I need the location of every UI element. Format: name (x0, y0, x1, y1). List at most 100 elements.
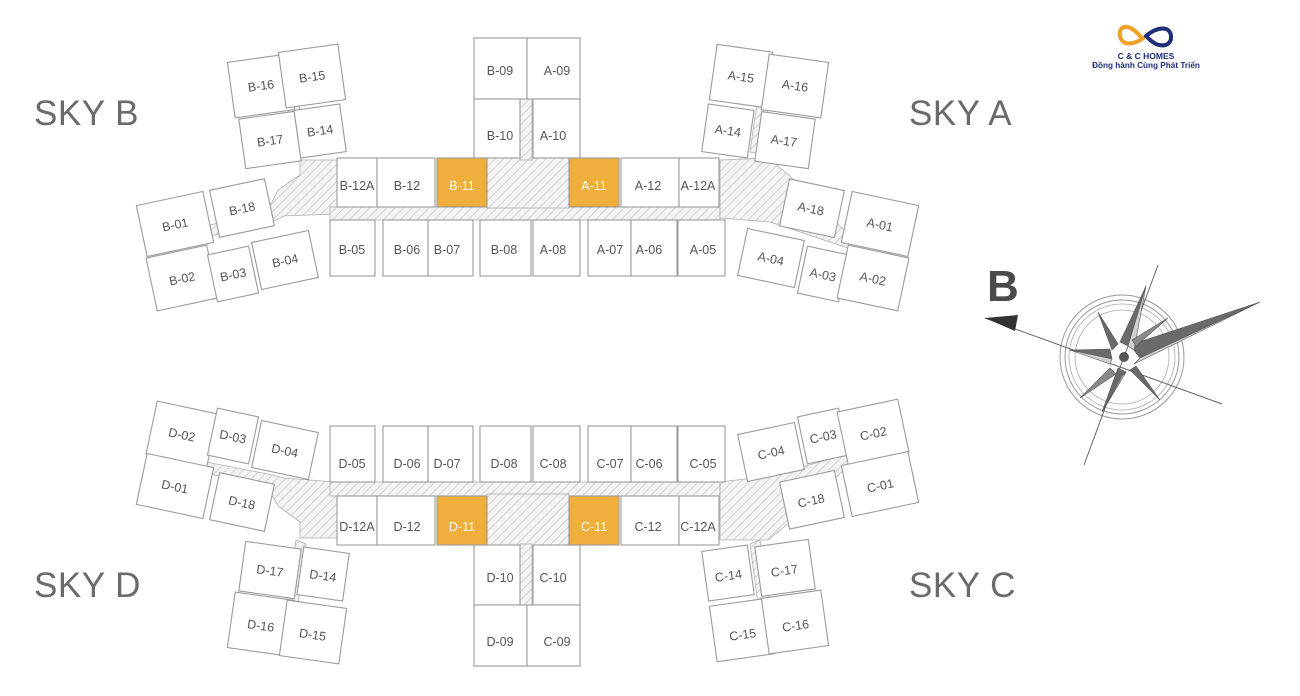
unit-label: A-01 (865, 215, 894, 234)
unit-b-08[interactable]: B-08 (479, 219, 532, 277)
unit-label: D-14 (308, 567, 337, 585)
unit-label: A-08 (540, 243, 566, 257)
unit-b-18[interactable]: B-18 (208, 178, 276, 238)
unit-a-18[interactable]: A-18 (778, 178, 846, 239)
unit-b-17[interactable]: B-17 (238, 110, 302, 170)
unit-b-12[interactable]: B-12 (376, 157, 436, 208)
unit-label: A-03 (808, 265, 837, 284)
unit-a-02[interactable]: A-02 (836, 244, 910, 312)
unit-b-11-highlighted[interactable]: B-11 (436, 157, 488, 208)
unit-d-10[interactable]: D-10 (473, 544, 521, 606)
unit-d-11-highlighted[interactable]: D-11 (436, 495, 488, 546)
unit-a-08[interactable]: A-08 (532, 219, 581, 277)
unit-label: A-12A (681, 179, 716, 193)
unit-a-05[interactable]: A-05 (677, 219, 726, 277)
unit-label: C-07 (596, 457, 623, 471)
unit-d-17[interactable]: D-17 (238, 540, 302, 600)
unit-d-04[interactable]: D-04 (250, 419, 320, 481)
unit-label: A-18 (796, 199, 825, 218)
unit-label: B-18 (228, 199, 257, 218)
unit-b-09[interactable]: B-09 (473, 37, 528, 100)
unit-label: A-11 (581, 179, 607, 193)
unit-c-17[interactable]: C-17 (754, 538, 816, 597)
unit-label: D-17 (255, 562, 284, 580)
unit-b-14[interactable]: B-14 (293, 103, 347, 159)
corridor (486, 493, 570, 547)
unit-d-08[interactable]: D-08 (479, 425, 532, 483)
unit-c-09[interactable]: C-09 (526, 604, 581, 667)
unit-c-18[interactable]: C-18 (778, 469, 846, 530)
unit-c-03[interactable]: C-03 (796, 407, 850, 465)
unit-label: D-09 (486, 635, 513, 649)
unit-a-01[interactable]: A-01 (840, 190, 920, 258)
unit-d-12a[interactable]: D-12A (336, 495, 378, 546)
tower-label-sky-b: SKY B (34, 94, 139, 133)
unit-label: B-11 (449, 179, 475, 193)
unit-d-12[interactable]: D-12 (376, 495, 436, 546)
unit-c-07[interactable]: C-07 (587, 425, 632, 483)
unit-c-16[interactable]: C-16 (760, 589, 830, 655)
unit-a-16[interactable]: A-16 (760, 53, 830, 119)
unit-c-11-highlighted[interactable]: C-11 (568, 495, 620, 546)
unit-c-05[interactable]: C-05 (677, 425, 726, 483)
unit-label: A-04 (756, 249, 785, 268)
unit-a-11-highlighted[interactable]: A-11 (568, 157, 620, 208)
unit-c-10[interactable]: C-10 (532, 544, 581, 606)
unit-d-14[interactable]: D-14 (296, 546, 350, 602)
unit-b-07[interactable]: B-07 (427, 219, 474, 277)
unit-label: D-08 (490, 457, 517, 471)
unit-b-06[interactable]: B-06 (382, 219, 429, 277)
unit-a-06[interactable]: A-06 (630, 219, 678, 277)
unit-label: A-07 (597, 243, 623, 257)
unit-label: D-12 (393, 520, 420, 534)
unit-b-03[interactable]: B-03 (206, 245, 260, 303)
unit-b-12a[interactable]: B-12A (336, 157, 378, 208)
unit-d-06[interactable]: D-06 (382, 425, 429, 483)
unit-a-14[interactable]: A-14 (701, 103, 755, 159)
unit-d-16[interactable]: D-16 (226, 591, 296, 657)
unit-a-15[interactable]: A-15 (708, 43, 774, 109)
unit-label: B-09 (487, 64, 513, 78)
unit-a-09[interactable]: A-09 (526, 37, 581, 100)
unit-a-07[interactable]: A-07 (587, 219, 632, 277)
unit-d-01[interactable]: D-01 (135, 452, 215, 520)
unit-a-03[interactable]: A-03 (796, 245, 850, 303)
unit-d-05[interactable]: D-05 (329, 425, 376, 483)
unit-d-15[interactable]: D-15 (278, 599, 348, 665)
unit-label: C-17 (770, 562, 799, 580)
unit-a-12[interactable]: A-12 (620, 157, 680, 208)
unit-d-07[interactable]: D-07 (427, 425, 474, 483)
unit-d-03[interactable]: D-03 (206, 407, 260, 465)
unit-a-12a[interactable]: A-12A (678, 157, 720, 208)
tower-label-sky-d: SKY D (34, 566, 141, 605)
unit-b-16[interactable]: B-16 (226, 53, 296, 119)
unit-label: D-05 (338, 457, 365, 471)
unit-a-04[interactable]: A-04 (736, 227, 806, 289)
unit-c-06[interactable]: C-06 (630, 425, 678, 483)
unit-c-12a[interactable]: C-12A (678, 495, 720, 546)
unit-a-10[interactable]: A-10 (532, 98, 581, 159)
unit-b-15[interactable]: B-15 (277, 43, 347, 109)
unit-label: D-15 (298, 626, 327, 644)
unit-b-01[interactable]: B-01 (135, 190, 215, 258)
unit-label: B-03 (219, 265, 248, 284)
unit-b-05[interactable]: B-05 (329, 219, 376, 277)
unit-a-17[interactable]: A-17 (754, 111, 816, 170)
unit-c-14[interactable]: C-14 (701, 544, 755, 602)
unit-c-01[interactable]: C-01 (840, 450, 920, 518)
unit-b-10[interactable]: B-10 (473, 98, 521, 159)
unit-d-02[interactable]: D-02 (145, 400, 219, 468)
unit-d-09[interactable]: D-09 (473, 604, 528, 667)
unit-c-02[interactable]: C-02 (836, 398, 910, 466)
corridor (486, 157, 570, 209)
unit-label: A-02 (858, 269, 887, 288)
tower-label-sky-c: SKY C (909, 566, 1016, 605)
unit-label: D-03 (218, 427, 247, 446)
unit-label: D-02 (167, 425, 196, 444)
unit-d-18[interactable]: D-18 (208, 472, 276, 532)
unit-label: D-16 (246, 617, 275, 635)
unit-c-04[interactable]: C-04 (736, 421, 806, 483)
unit-c-08[interactable]: C-08 (532, 425, 581, 483)
unit-c-12[interactable]: C-12 (620, 495, 680, 546)
unit-b-04[interactable]: B-04 (250, 229, 320, 291)
